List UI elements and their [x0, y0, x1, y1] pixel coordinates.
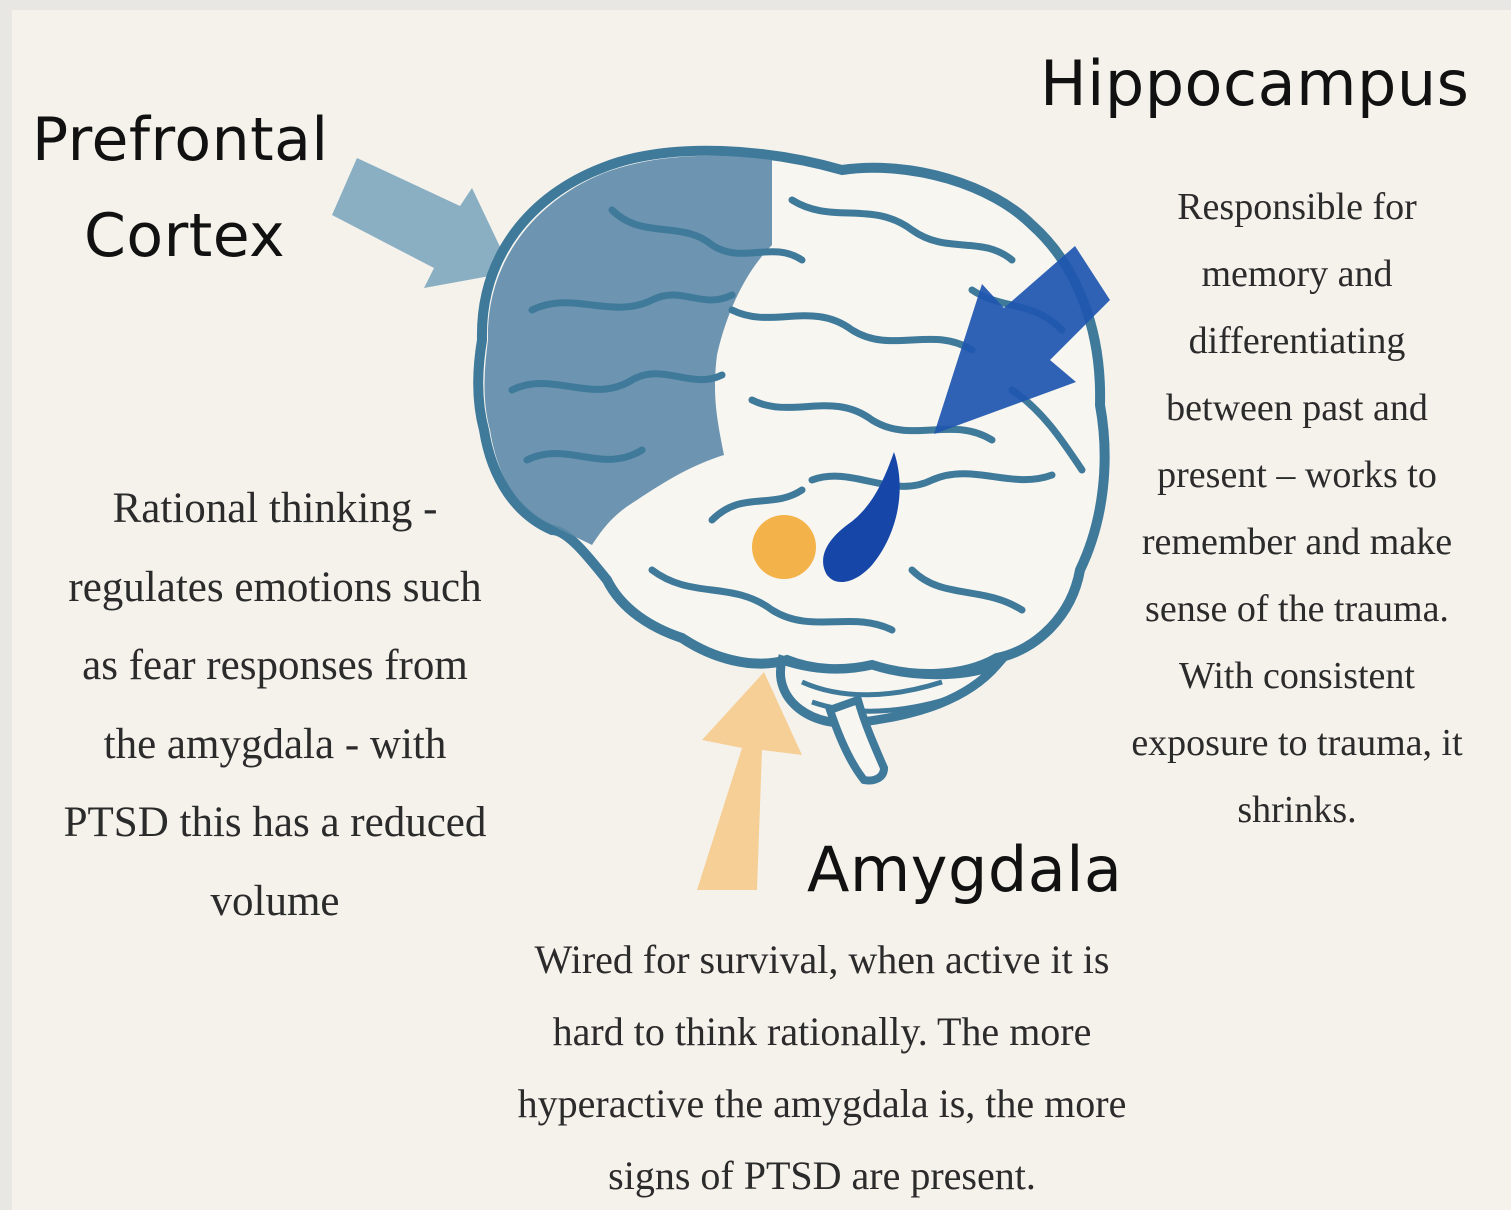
description-line: remember and make — [1102, 509, 1492, 576]
description-line: the amygdala - with — [20, 706, 530, 785]
description-line: Wired for survival, when active it is — [452, 924, 1192, 996]
amygdala-description: Wired for survival, when active it is ha… — [452, 924, 1192, 1210]
prefrontal-heading-line-1: Prefrontal — [32, 92, 329, 188]
description-line: present – works to — [1102, 442, 1492, 509]
description-line: signs of PTSD are present. — [452, 1140, 1192, 1210]
hippocampus-description: Responsible for memory and differentiati… — [1102, 174, 1492, 844]
description-line: memory and — [1102, 241, 1492, 308]
description-line: hyperactive the amygdala is, the more — [452, 1068, 1192, 1140]
prefrontal-heading-line-2: Cortex — [32, 188, 329, 284]
description-line: With consistent — [1102, 643, 1492, 710]
prefrontal-cortex-heading: Prefrontal Cortex — [32, 92, 329, 284]
description-line: Responsible for — [1102, 174, 1492, 241]
description-line: exposure to trauma, it — [1102, 710, 1492, 777]
infographic: Prefrontal Cortex Hippocampus Amygdala R… — [12, 10, 1511, 1210]
hippocampus-heading: Hippocampus — [1040, 44, 1469, 124]
description-line: regulates emotions such — [20, 549, 530, 628]
description-line: sense of the trauma. — [1102, 576, 1492, 643]
prefrontal-description: Rational thinking - regulates emotions s… — [20, 470, 530, 941]
prefrontal-arrow — [332, 158, 512, 288]
amygdala-arrow — [697, 672, 802, 890]
amygdala-heading: Amygdala — [807, 830, 1122, 910]
description-line: hard to think rationally. The more — [452, 996, 1192, 1068]
description-line: Rational thinking - — [20, 470, 530, 549]
amygdala-dot — [752, 515, 816, 579]
description-line: PTSD this has a reduced — [20, 784, 530, 863]
description-line: as fear responses from — [20, 627, 530, 706]
description-line: between past and — [1102, 375, 1492, 442]
description-line: shrinks. — [1102, 777, 1492, 844]
description-line: differentiating — [1102, 308, 1492, 375]
